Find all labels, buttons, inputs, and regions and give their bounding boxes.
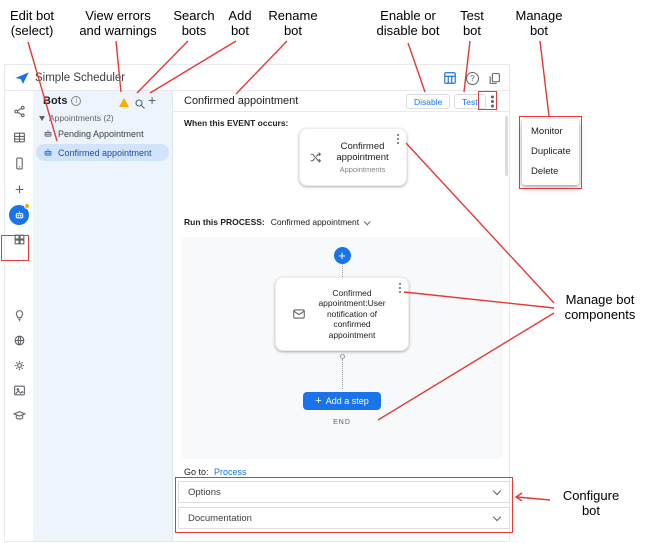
event-section-label: When this EVENT occurs: xyxy=(184,118,289,128)
chevron-down-icon xyxy=(492,486,502,495)
annotation-configure-bot: Configure bot xyxy=(562,488,620,518)
annotation-view-errors: View errors and warnings xyxy=(79,8,157,38)
add-bot-icon[interactable]: + xyxy=(148,92,157,108)
envelope-icon xyxy=(293,309,305,319)
bot-icon xyxy=(44,148,52,156)
left-nav-rail xyxy=(5,91,33,541)
help-icon[interactable]: ? xyxy=(466,71,479,85)
device-views-icon[interactable] xyxy=(11,155,27,171)
process-step-card[interactable]: Confirmed appointment:User notification … xyxy=(275,277,409,351)
automation-bot-icon[interactable] xyxy=(9,203,30,225)
goto-label: Go to: xyxy=(184,467,209,477)
info-icon[interactable]: i xyxy=(71,96,82,106)
add-step-label: Add a step xyxy=(325,396,369,406)
copy-pages-icon[interactable] xyxy=(488,72,501,85)
bot-icon xyxy=(44,130,52,137)
data-grid-icon[interactable] xyxy=(443,71,457,85)
end-label: END xyxy=(333,419,351,426)
event-card-subtitle: Appointments xyxy=(339,164,386,174)
bots-label: Bots xyxy=(43,95,68,107)
annotation-test-bot: Test bot xyxy=(460,8,484,38)
manage-bot-menu: Monitor Duplicate Delete xyxy=(522,119,579,185)
annotation-manage-components: Manage bot components xyxy=(564,292,636,322)
insert-step-icon[interactable]: + xyxy=(333,247,351,264)
search-icon[interactable] xyxy=(134,97,146,115)
bot-group-appointments[interactable]: Appointments (2) xyxy=(39,113,114,123)
process-link[interactable]: Process xyxy=(214,467,247,477)
bot-title[interactable]: Confirmed appointment xyxy=(184,95,299,107)
graduation-cap-icon[interactable] xyxy=(11,407,27,423)
event-card[interactable]: Confirmed appointment Appointments xyxy=(299,128,407,186)
bot-item-pending[interactable]: Pending Appointment xyxy=(43,129,144,139)
shuffle-icon xyxy=(310,151,321,163)
documentation-accordion[interactable]: Documentation xyxy=(178,507,510,529)
workflow-icon[interactable] xyxy=(11,103,27,119)
globe-icon[interactable] xyxy=(11,332,27,348)
more-options-icon[interactable] xyxy=(485,94,499,109)
annotation-enable-disable: Enable or disable bot xyxy=(376,8,440,38)
process-canvas: + Confirmed appointment:User notificatio… xyxy=(181,237,503,459)
documentation-label: Documentation xyxy=(188,512,252,524)
step-card-title: Confirmed appointment:User notification … xyxy=(318,287,386,340)
step-card-menu-icon[interactable] xyxy=(395,282,405,294)
bots-panel-title: Bots i xyxy=(43,95,82,107)
connector-node xyxy=(339,354,345,359)
app-window: Simple Scheduler ? xyxy=(4,64,510,542)
plus-icon: + xyxy=(315,394,322,407)
connector-line xyxy=(341,359,343,389)
menu-item-delete[interactable]: Delete xyxy=(531,166,559,177)
options-accordion[interactable]: Options xyxy=(178,481,510,503)
menu-item-monitor[interactable]: Monitor xyxy=(531,126,563,137)
bots-panel: Bots i + Appointments (2) Pending Appoin… xyxy=(33,91,173,541)
bot-item-confirmed-selected[interactable]: Confirmed appointment xyxy=(36,144,169,161)
add-step-button[interactable]: + Add a step xyxy=(303,392,381,410)
bot-header: Confirmed appointment Disable Test xyxy=(173,91,509,112)
menu-item-duplicate[interactable]: Duplicate xyxy=(531,146,571,157)
image-icon[interactable] xyxy=(11,382,27,398)
bot-item-label: Pending Appointment xyxy=(58,129,144,139)
event-card-title: Confirmed appointment xyxy=(336,140,389,163)
bot-editor-main: Confirmed appointment Disable Test When … xyxy=(173,91,510,541)
annotation-search-bots: Search bots xyxy=(173,8,215,38)
chevron-down-icon xyxy=(492,512,502,521)
goto-row: Go to: Process xyxy=(184,467,247,477)
actions-add-icon[interactable] xyxy=(11,181,27,197)
bot-group-label: Appointments (2) xyxy=(49,113,114,123)
process-select-value: Confirmed appointment xyxy=(270,217,360,227)
appsheet-logo xyxy=(15,72,29,84)
disable-button[interactable]: Disable xyxy=(406,94,451,109)
scrollbar[interactable] xyxy=(505,116,508,176)
run-process-row: Run this PROCESS: Confirmed appointment xyxy=(184,217,371,227)
annotation-rename-bot: Rename bot xyxy=(268,8,318,38)
event-card-menu-icon[interactable] xyxy=(393,133,403,145)
annotation-edit-bot: Edit bot (select) xyxy=(9,8,55,38)
annotation-add-bot: Add bot xyxy=(228,8,252,38)
warning-icon[interactable] xyxy=(119,98,129,107)
connector-line xyxy=(341,264,343,277)
run-process-label: Run this PROCESS: xyxy=(184,217,265,227)
lightbulb-icon[interactable] xyxy=(11,307,27,323)
gear-icon[interactable] xyxy=(11,357,27,373)
bot-item-label: Confirmed appointment xyxy=(58,147,152,158)
options-label: Options xyxy=(188,486,221,498)
table-data-icon[interactable] xyxy=(11,129,27,145)
annotation-manage-bot: Manage bot xyxy=(515,8,563,38)
process-select[interactable]: Confirmed appointment xyxy=(270,217,371,227)
notification-dot xyxy=(24,203,30,209)
app-bar: Simple Scheduler ? xyxy=(5,65,509,91)
chevron-down-icon xyxy=(39,115,45,121)
test-button[interactable]: Test xyxy=(454,94,486,109)
dashboard-grid-icon[interactable] xyxy=(11,231,27,247)
app-title: Simple Scheduler xyxy=(35,72,126,84)
chevron-down-icon xyxy=(363,217,371,225)
